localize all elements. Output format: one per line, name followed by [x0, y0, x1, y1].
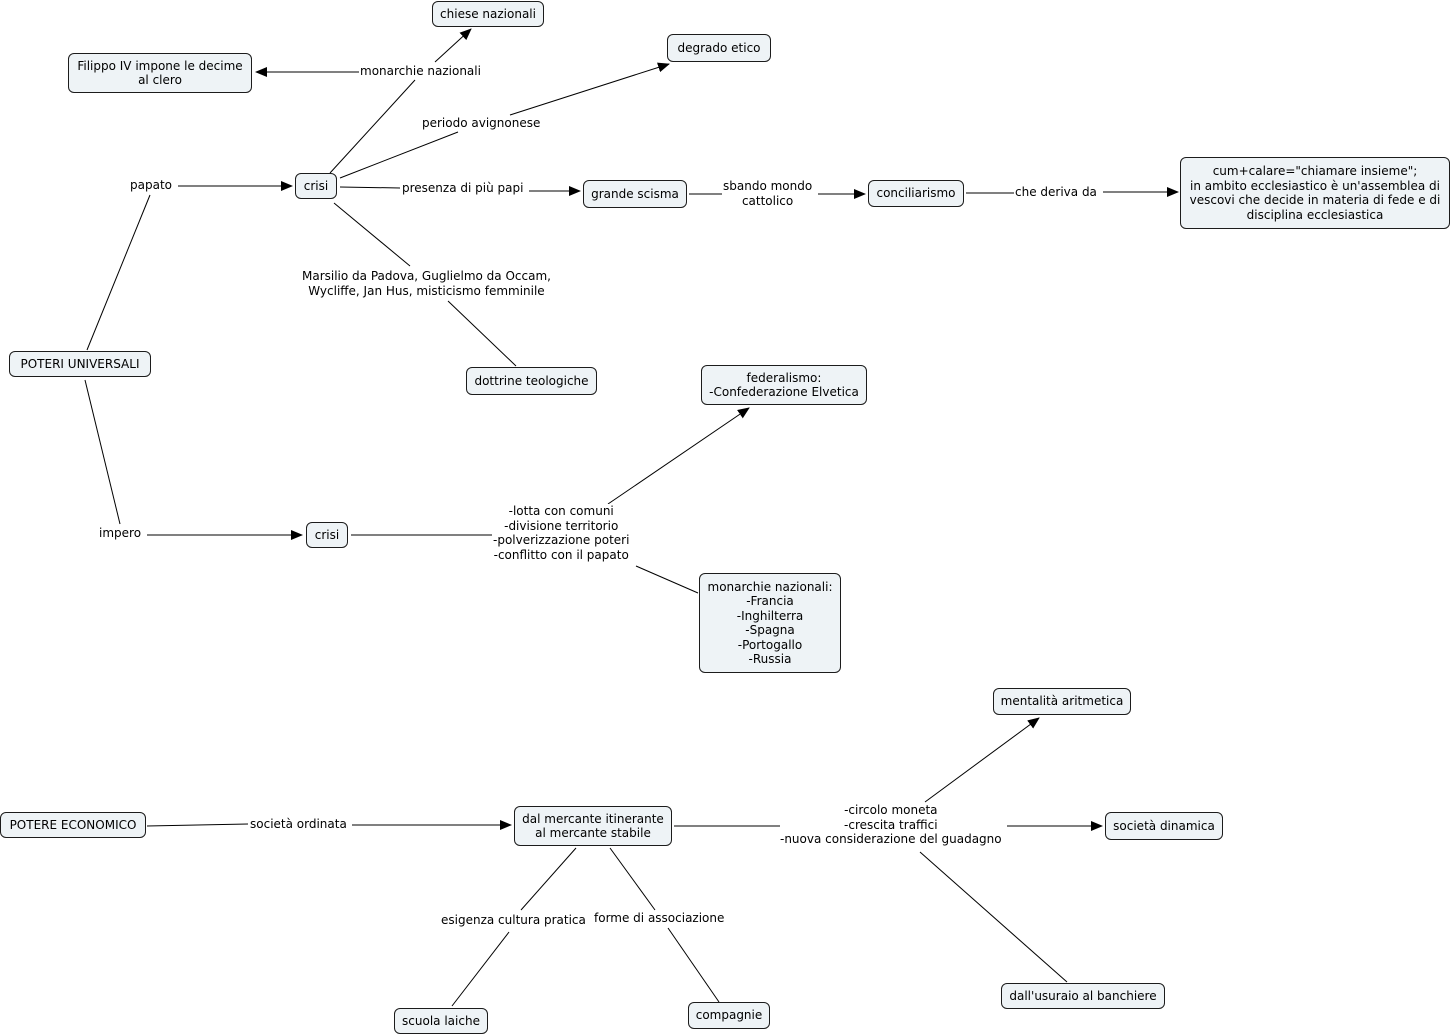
line-marsilio-dottrine [447, 300, 517, 367]
line-economico-societa [146, 823, 249, 827]
line-avignonese-degrado [509, 62, 670, 116]
node-filippo-iv[interactable]: Filippo IV impone le decime al clero [68, 53, 252, 93]
link-label-presenza-papi: presenza di più papi [402, 181, 524, 196]
line-crisi-monarchie [329, 79, 416, 174]
node-crisi-impero[interactable]: crisi [306, 522, 348, 548]
line-lotta-monarchie [635, 565, 699, 594]
link-label-papato: papato [130, 178, 172, 193]
link-label-lotta-comuni: -lotta con comuni -divisione territorio … [493, 504, 630, 562]
link-label-marsilio: Marsilio da Padova, Guglielmo da Occam, … [302, 269, 551, 298]
node-mentalita-aritmetica[interactable]: mentalità aritmetica [993, 688, 1131, 715]
line-circolo-mentalita [924, 717, 1040, 803]
node-usuraio-banchiere[interactable]: dall'usuraio al banchiere [1001, 983, 1165, 1009]
node-dottrine-teologiche[interactable]: dottrine teologiche [466, 367, 597, 395]
line-crisi-marsilio [333, 202, 411, 267]
link-label-impero: impero [99, 526, 142, 541]
line-poteri-impero [84, 379, 121, 525]
node-scuola-laiche[interactable]: scuola laiche [394, 1008, 488, 1034]
node-potere-economico[interactable]: POTERE ECONOMICO [0, 812, 146, 838]
node-cum-calare[interactable]: cum+calare="chiamare insieme"; in ambito… [1180, 157, 1450, 229]
link-label-monarchie-nazionali: monarchie nazionali [360, 64, 481, 79]
link-label-circolo-moneta: -circolo moneta -crescita traffici -nuov… [780, 803, 1002, 847]
line-circolo-usuraio [919, 851, 1068, 983]
link-label-periodo-avignonese: periodo avignonese [422, 116, 541, 131]
link-label-esigenza-cultura: esigenza cultura pratica [441, 913, 586, 928]
link-label-forme-associazione: forme di associazione [594, 911, 725, 926]
link-label-societa-ordinata: società ordinata [250, 817, 347, 832]
link-label-sbando-mondo: sbando mondo cattolico [723, 179, 813, 208]
line-mercante-esigenza [520, 847, 577, 911]
line-crisi-presenza [339, 186, 401, 189]
node-poteri-universali[interactable]: POTERI UNIVERSALI [9, 351, 151, 377]
line-crisi-avignonese [339, 131, 459, 179]
node-grande-scisma[interactable]: grande scisma [583, 180, 687, 208]
link-label-che-deriva-da: che deriva da [1015, 185, 1097, 200]
line-esigenza-scuola [451, 931, 510, 1007]
node-monarchie-nazionali[interactable]: monarchie nazionali: -Francia -Inghilter… [699, 573, 841, 673]
node-conciliarismo[interactable]: conciliarismo [868, 180, 964, 207]
node-compagnie[interactable]: compagnie [688, 1002, 770, 1029]
line-monarchie-chiese [434, 28, 472, 63]
node-societa-dinamica[interactable]: società dinamica [1105, 812, 1223, 840]
line-forme-compagnie [667, 927, 720, 1003]
line-lotta-federalismo [607, 407, 750, 505]
line-poteri-papato [86, 194, 151, 351]
node-degrado-etico[interactable]: degrado etico [667, 34, 771, 62]
node-chiese-nazionali[interactable]: chiese nazionali [432, 1, 544, 27]
node-dal-mercante[interactable]: dal mercante itinerante al mercante stab… [514, 806, 672, 846]
line-mercante-forme [609, 847, 656, 911]
node-crisi-papato[interactable]: crisi [295, 173, 337, 199]
node-federalismo[interactable]: federalismo: -Confederazione Elvetica [701, 365, 867, 405]
